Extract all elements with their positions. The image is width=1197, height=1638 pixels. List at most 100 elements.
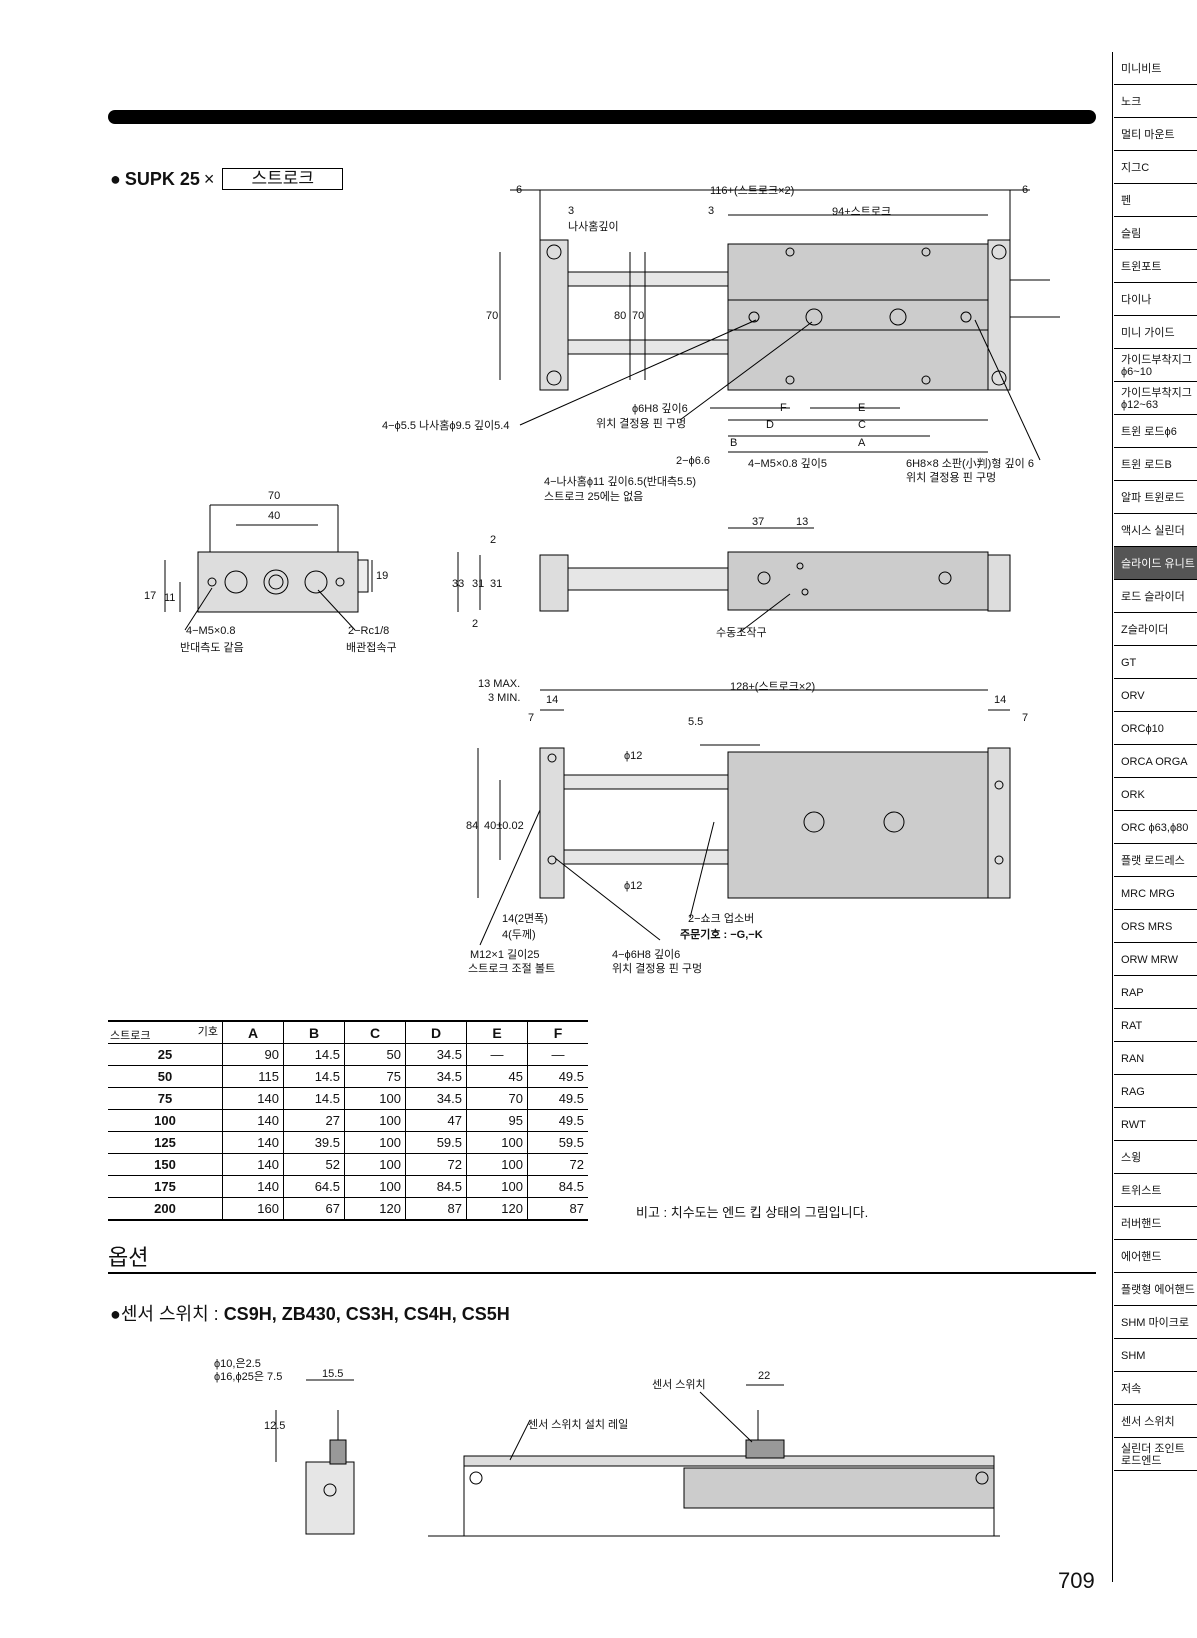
sidebar-item[interactable]: 트윈 로드ϕ6 bbox=[1114, 415, 1197, 448]
table-cell: 14.5 bbox=[283, 1065, 345, 1088]
sidebar-item[interactable]: Z슬라이더 bbox=[1114, 613, 1197, 646]
table-cell: 100 bbox=[466, 1131, 528, 1154]
table-cell: 49.5 bbox=[527, 1087, 588, 1110]
sidebar-item[interactable]: 액시스 실린더 bbox=[1114, 514, 1197, 547]
sidebar-item[interactable]: 다이나 bbox=[1114, 283, 1197, 316]
label-dim-80: 80 bbox=[614, 310, 627, 322]
table-cell: 100 bbox=[344, 1153, 406, 1176]
label-s-125: 12.5 bbox=[264, 1420, 286, 1432]
table-cell: 84.5 bbox=[405, 1175, 467, 1198]
row-stroke: 175 bbox=[108, 1175, 223, 1198]
table-cell: 64.5 bbox=[283, 1175, 345, 1198]
label-order-code: 주문기호 : −G,−K bbox=[680, 929, 763, 941]
sensor-view bbox=[275, 1379, 1000, 1537]
table-cell: 34.5 bbox=[405, 1087, 467, 1110]
table-cell: 84.5 bbox=[527, 1175, 588, 1198]
sidebar-item[interactable]: SHM 마이크로 bbox=[1114, 1306, 1197, 1339]
label-side-31b: 31 bbox=[490, 578, 503, 590]
sidebar-item[interactable]: 슬림 bbox=[1114, 217, 1197, 250]
sidebar-item[interactable]: ORC ϕ63,ϕ80 bbox=[1114, 811, 1197, 844]
table-cell: 14.5 bbox=[283, 1087, 345, 1110]
sidebar-item[interactable]: 로드 슬라이더 bbox=[1114, 580, 1197, 613]
row-stroke: 50 bbox=[108, 1065, 223, 1088]
sidebar-item[interactable]: ORCϕ10 bbox=[1114, 712, 1197, 745]
times-sign: × bbox=[203, 168, 215, 189]
table-cell: 70 bbox=[466, 1087, 528, 1110]
sidebar-item[interactable]: RWT bbox=[1114, 1108, 1197, 1141]
sidebar-item[interactable]: ORS MRS bbox=[1114, 910, 1197, 943]
label-D: D bbox=[766, 419, 774, 431]
sidebar-item[interactable]: SHM bbox=[1114, 1339, 1197, 1372]
sidebar-item[interactable]: 멀티 마운트 bbox=[1114, 118, 1197, 151]
table-cell: 140 bbox=[222, 1153, 284, 1176]
row-stroke: 75 bbox=[108, 1087, 223, 1110]
sidebar-item[interactable]: RAG bbox=[1114, 1075, 1197, 1108]
model-name: SUPK 25 bbox=[124, 168, 200, 189]
label-dim-70b: 70 bbox=[632, 310, 645, 322]
sidebar-item[interactable]: RAP bbox=[1114, 976, 1197, 1009]
sidebar-item[interactable]: 알파 트윈로드 bbox=[1114, 481, 1197, 514]
table-cell: 49.5 bbox=[527, 1065, 588, 1088]
sidebar-item[interactable]: 슬라이드 유니트 bbox=[1114, 547, 1197, 580]
label-dim-7a: 7 bbox=[528, 712, 535, 724]
label-thick-4: 4(두께) bbox=[502, 929, 536, 941]
sidebar-item[interactable]: 센서 스위치 bbox=[1114, 1405, 1197, 1438]
sidebar-item[interactable]: 러버핸드 bbox=[1114, 1207, 1197, 1240]
sidebar-item[interactable]: ORK bbox=[1114, 778, 1197, 811]
label-side-2b: 2 bbox=[472, 618, 479, 630]
label-pin-hole: ϕ6H8 깊이6 bbox=[632, 403, 688, 415]
label-pin-hole-desc: 위치 결정용 핀 구멍 bbox=[596, 418, 687, 430]
sidebar-item[interactable]: 트위스트 bbox=[1114, 1174, 1197, 1207]
sidebar-item[interactable]: GT bbox=[1114, 646, 1197, 679]
label-dim-3b: 3 bbox=[708, 205, 715, 217]
sidebar-item[interactable]: 가이드부착지그 ϕ12~63 bbox=[1114, 382, 1197, 415]
sidebar-item[interactable]: 스윙 bbox=[1114, 1141, 1197, 1174]
sidebar-item[interactable]: 플랫형 에어핸드 bbox=[1114, 1273, 1197, 1306]
sidebar-item[interactable]: 가이드부착지그 ϕ6~10 bbox=[1114, 349, 1197, 382]
sidebar-item[interactable]: 노크 bbox=[1114, 85, 1197, 118]
label-max13: 13 MAX. bbox=[478, 678, 521, 690]
label-end-19: 19 bbox=[376, 570, 389, 582]
label-min3: 3 MIN. bbox=[488, 692, 521, 704]
sidebar-item[interactable]: 미니비트 bbox=[1114, 52, 1197, 85]
sidebar-border bbox=[1112, 52, 1113, 1582]
sidebar-item[interactable]: 에어핸드 bbox=[1114, 1240, 1197, 1273]
sidebar-item[interactable]: 실린더 조인트 로드엔드 bbox=[1114, 1438, 1197, 1471]
sidebar-item[interactable]: ORCA ORGA bbox=[1114, 745, 1197, 778]
sidebar-item[interactable]: 트윈 로드B bbox=[1114, 448, 1197, 481]
sidebar-item[interactable]: RAN bbox=[1114, 1042, 1197, 1075]
table-corner: 기호 스트로크 bbox=[108, 1020, 223, 1044]
label-m5: 4−M5×0.8 깊이5 bbox=[748, 458, 827, 470]
label-end-rc-desc: 배관접속구 bbox=[346, 642, 397, 654]
sidebar-item[interactable]: 펜 bbox=[1114, 184, 1197, 217]
option-title: 옵션 bbox=[108, 1245, 149, 1270]
label-dim-128: 128+(스트로크×2) bbox=[730, 681, 816, 693]
table-cell: 115 bbox=[222, 1065, 284, 1088]
table-cell: 100 bbox=[466, 1175, 528, 1198]
sidebar-item[interactable]: RAT bbox=[1114, 1009, 1197, 1042]
label-pin4-desc: 위치 결정용 핀 구멍 bbox=[612, 963, 703, 975]
sidebar-item[interactable]: 저속 bbox=[1114, 1372, 1197, 1405]
sidebar-item[interactable]: 지그C bbox=[1114, 151, 1197, 184]
sidebar-item[interactable]: ORV bbox=[1114, 679, 1197, 712]
table-cell: 100 bbox=[466, 1153, 528, 1176]
sidebar-item[interactable]: 플랫 로드레스 bbox=[1114, 844, 1197, 877]
label-C: C bbox=[858, 419, 866, 431]
table-cell: 67 bbox=[283, 1197, 345, 1221]
label-width-14: 14(2면폭) bbox=[502, 913, 548, 925]
label-end-m5-desc: 반대측도 같음 bbox=[180, 642, 244, 654]
sidebar-item[interactable]: MRC MRG bbox=[1114, 877, 1197, 910]
sidebar-item[interactable]: 미니 가이드 bbox=[1114, 316, 1197, 349]
sidebar-item[interactable]: ORW MRW bbox=[1114, 943, 1197, 976]
row-stroke: 25 bbox=[108, 1043, 223, 1066]
col-D: D bbox=[405, 1020, 467, 1044]
label-end-rc: 2−Rc1/8 bbox=[348, 625, 390, 637]
label-manual: 수동조작구 bbox=[716, 627, 767, 639]
label-stroke25: 스트로크 25에는 없음 bbox=[544, 491, 644, 503]
col-C: C bbox=[344, 1020, 406, 1044]
bottom-view bbox=[477, 689, 1011, 946]
sidebar-item[interactable]: 트윈포트 bbox=[1114, 250, 1197, 283]
table-cell: 47 bbox=[405, 1109, 467, 1132]
